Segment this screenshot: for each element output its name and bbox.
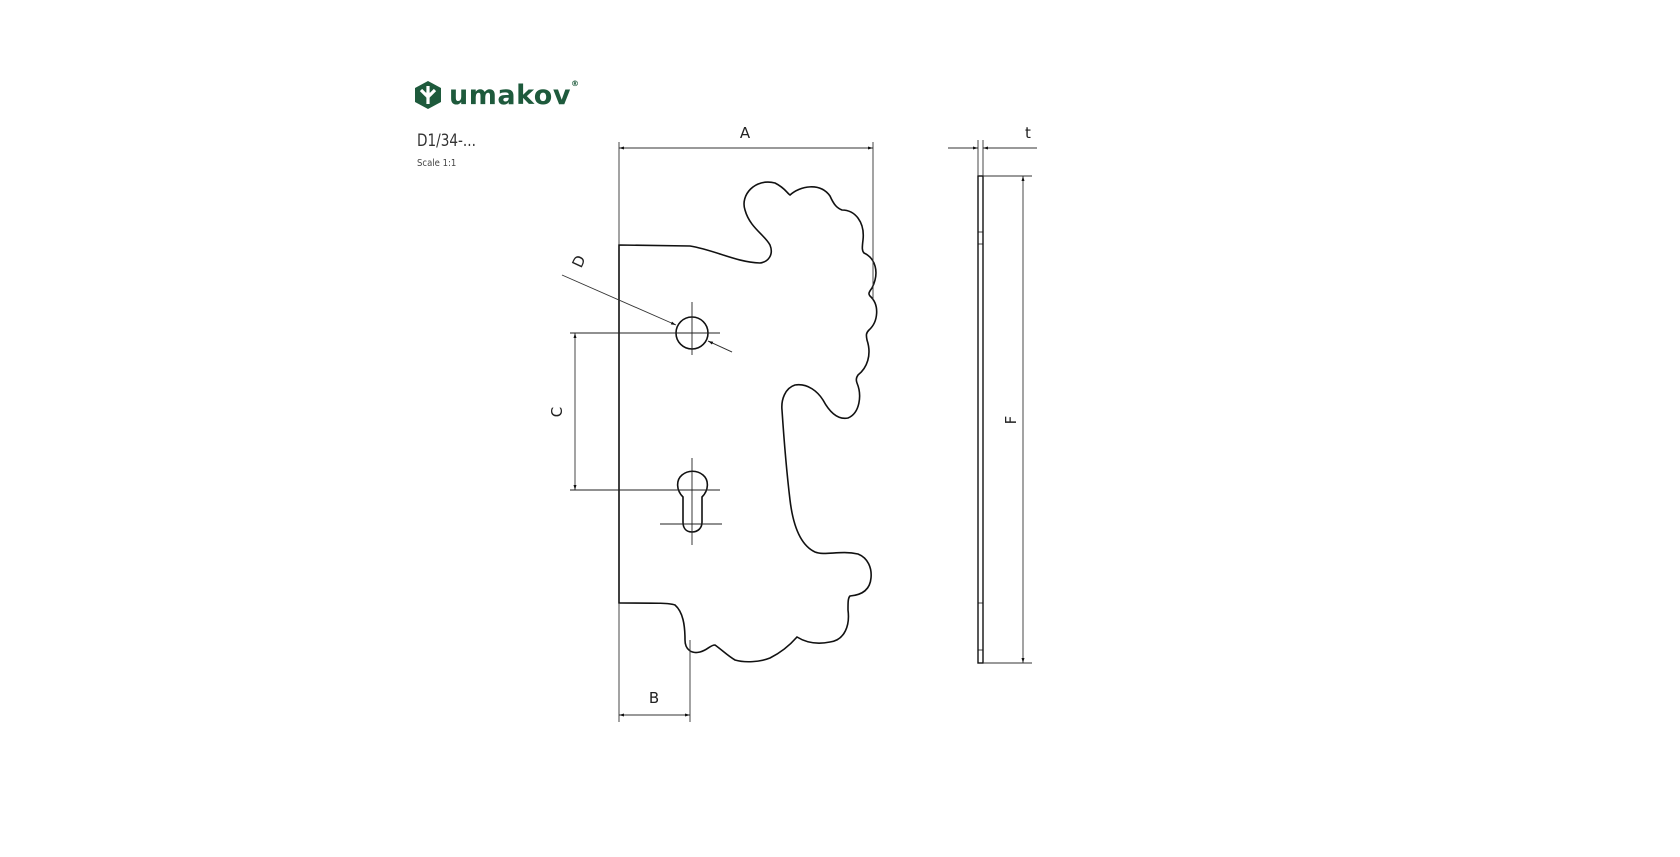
dimension-a: [618, 142, 874, 300]
dimension-f: [983, 175, 1032, 664]
brand-name: umakov®: [449, 78, 580, 111]
part-number: D1/34-...: [417, 131, 476, 151]
dim-label-d: D: [568, 253, 589, 271]
plate-side-view: [977, 175, 984, 664]
dim-label-f: F: [1002, 416, 1020, 425]
dimension-t: [948, 140, 1037, 176]
dim-label-t: t: [1025, 124, 1031, 142]
umakov-hexagon-icon: [415, 81, 441, 109]
center-lines: [570, 302, 722, 545]
plate-front-view: [618, 181, 878, 663]
cylinder-keyhole: [676, 470, 709, 533]
dimension-d: [561, 274, 733, 353]
umakov-logo: umakov®: [413, 78, 580, 111]
scale-label: Scale 1:1: [417, 158, 457, 169]
dim-label-a: A: [740, 124, 751, 142]
dimension-b: [618, 603, 691, 722]
dim-label-b: B: [649, 689, 659, 707]
dim-label-c: C: [548, 407, 566, 417]
